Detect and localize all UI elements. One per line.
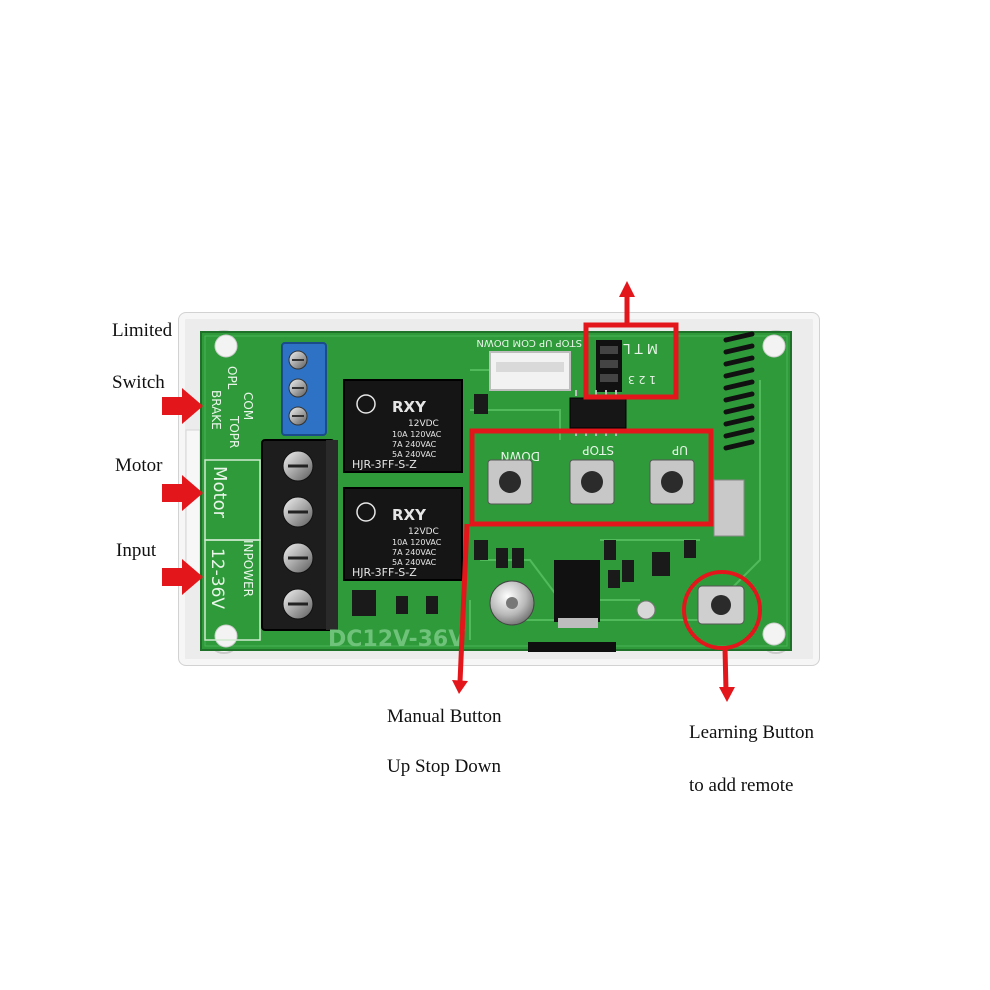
right-arrow-icon-input bbox=[162, 559, 203, 595]
black-strip bbox=[528, 642, 616, 652]
silk-opl: OPL bbox=[225, 366, 239, 390]
mount-hole bbox=[214, 334, 238, 358]
relay-2-vdc: 12VDC bbox=[408, 527, 439, 537]
manual-down-arrow-icon bbox=[452, 680, 468, 694]
learning-button[interactable] bbox=[697, 585, 745, 625]
silk-inpower: INPOWER bbox=[241, 540, 255, 597]
relay-2: RXY 12VDC 10A 120VAC 7A 240VAC 5A 240VAC… bbox=[343, 487, 463, 581]
pcb-silk-frame bbox=[204, 539, 261, 641]
jumper-numbers: 1 2 3 bbox=[628, 373, 656, 386]
limit-switch-terminal bbox=[281, 342, 327, 436]
label-input: Input bbox=[116, 540, 157, 561]
btn-stop-label: STOP bbox=[582, 443, 614, 457]
silk-connector-header: STOP UP COM DOWN bbox=[476, 337, 582, 348]
annotations bbox=[162, 281, 762, 702]
crystal bbox=[636, 600, 656, 620]
ic-chip bbox=[569, 397, 627, 429]
relay-2-model: HJR-3FF-S-Z bbox=[352, 566, 417, 579]
relay-2-r2: 7A 240VAC bbox=[392, 548, 437, 557]
learning-down-arrow-icon bbox=[719, 687, 735, 702]
mount-hole bbox=[762, 334, 786, 358]
manual-buttons-group: DOWN STOP UP bbox=[487, 443, 695, 505]
relay-2-r1: 10A 120VAC bbox=[392, 538, 442, 547]
silk-voltage-range: 12-36V bbox=[207, 548, 227, 609]
btn-up-label: UP bbox=[672, 443, 688, 457]
label-switch: Switch bbox=[112, 372, 165, 393]
label-learning-button: Learning Button bbox=[689, 722, 815, 743]
relay-1-r1: 10A 120VAC bbox=[392, 430, 442, 439]
learning-button-highlight-circle bbox=[682, 570, 762, 650]
smd-components bbox=[352, 394, 696, 616]
label-up-stop-down: Up Stop Down bbox=[387, 756, 502, 777]
label-add-remote: to add remote bbox=[689, 775, 794, 796]
relay-1: RXY 12VDC 10A 120VAC 7A 240VAC 5A 240VAC… bbox=[343, 379, 463, 473]
label-motor: Motor bbox=[115, 455, 163, 476]
silk-topr: TOPR bbox=[227, 415, 241, 448]
up-arrow-icon bbox=[619, 281, 635, 297]
relay-1-r2: 7A 240VAC bbox=[392, 440, 437, 449]
manual-buttons-highlight-box bbox=[469, 428, 714, 527]
silk-motor: Motor bbox=[209, 466, 230, 519]
motor-power-terminal bbox=[261, 439, 338, 631]
antenna-coil bbox=[723, 331, 755, 451]
rf-module bbox=[713, 479, 745, 537]
silk-com: COM bbox=[241, 392, 255, 420]
silk-brake: BRAKE bbox=[209, 390, 223, 430]
right-arrow-icon-motor bbox=[162, 475, 203, 511]
silk-dc-range: DC12V-36V bbox=[328, 627, 465, 652]
relay-2-brand: RXY bbox=[392, 506, 427, 524]
relay-1-r3: 5A 240VAC bbox=[392, 450, 437, 459]
right-arrow-icon-limit bbox=[162, 388, 203, 424]
relay-1-brand: RXY bbox=[392, 398, 427, 416]
silk-brake-group: BRAKE OPL COM TOPR bbox=[209, 366, 255, 448]
label-limited: Limited bbox=[112, 320, 173, 341]
jumper-header: M T L 1 2 3 bbox=[596, 340, 658, 392]
label-manual-button: Manual Button bbox=[387, 706, 502, 727]
voltage-regulator bbox=[554, 560, 600, 628]
relay-1-model: HJR-3FF-S-Z bbox=[352, 458, 417, 471]
relay-1-vdc: 12VDC bbox=[408, 419, 439, 429]
jumper-highlight-box bbox=[583, 322, 679, 400]
mount-hole bbox=[214, 624, 238, 648]
jumper-letters: M T L bbox=[623, 340, 658, 355]
relay-2-r3: 5A 240VAC bbox=[392, 558, 437, 567]
mount-hole bbox=[762, 622, 786, 646]
